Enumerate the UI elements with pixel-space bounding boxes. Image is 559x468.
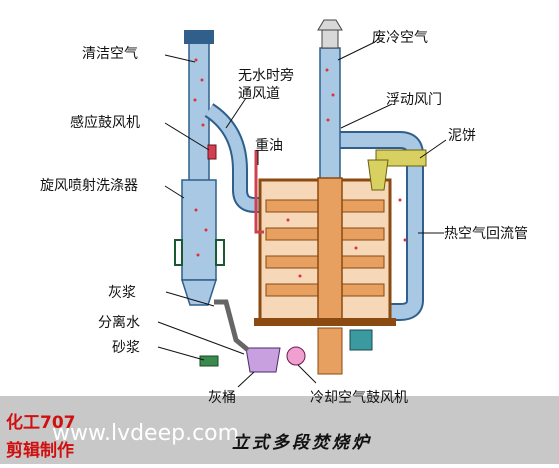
ash-bucket bbox=[245, 347, 281, 373]
label-waste-cold-air: 废冷空气 bbox=[372, 30, 428, 46]
clean-air-stack-cap bbox=[184, 30, 214, 44]
label-sludge-cake: 泥饼 bbox=[448, 128, 476, 144]
label-clean-air: 清洁空气 bbox=[82, 46, 138, 62]
ash-chute bbox=[214, 299, 250, 352]
bottom-banner bbox=[0, 396, 559, 464]
leader-lines bbox=[157, 41, 447, 388]
label-floating-damper: 浮动风门 bbox=[386, 92, 442, 108]
central-shaft bbox=[317, 177, 343, 321]
watermark-text: www.lvdeep.com bbox=[52, 421, 239, 446]
diagram-title: 立式多段焚烧炉 bbox=[232, 433, 372, 453]
scrubber-side-fittings bbox=[174, 239, 225, 266]
label-cooling-air-blower: 冷却空气鼓风机 bbox=[310, 390, 408, 406]
hot-air-return-pipe bbox=[330, 133, 422, 319]
label-induced-blower: 感应鼓风机 bbox=[70, 114, 140, 131]
cyclone-scrubber-body bbox=[181, 179, 217, 281]
heavy-oil-line bbox=[254, 150, 264, 234]
corner-credit-line2: 剪辑制作 bbox=[6, 440, 74, 461]
label-ash-slurry: 灰浆 bbox=[108, 285, 136, 301]
label-sand-slurry: 砂浆 bbox=[112, 340, 140, 356]
induced-blower bbox=[207, 144, 217, 160]
air-flow-dots bbox=[193, 58, 407, 278]
label-hot-air-return: 热空气回流管 bbox=[444, 226, 528, 242]
label-no-water-bypass-line1: 无水时旁 bbox=[238, 67, 294, 84]
sludge-conveyor bbox=[375, 149, 427, 167]
bypass-duct bbox=[205, 104, 268, 211]
furnace-base bbox=[254, 318, 396, 326]
drive-motor bbox=[349, 329, 373, 351]
ash-discharge-pipe bbox=[317, 327, 343, 375]
sand-pump bbox=[199, 355, 219, 367]
cooling-air-blower bbox=[286, 346, 306, 366]
label-no-water-bypass-line2: 通风道 bbox=[238, 86, 280, 102]
label-cyclone-scrubber: 旋风喷射洗涤器 bbox=[40, 178, 138, 194]
sludge-hopper bbox=[367, 159, 389, 191]
label-ash-bucket: 灰桶 bbox=[208, 390, 236, 406]
exhaust-stack-cap bbox=[317, 19, 343, 31]
label-separated-water: 分离水 bbox=[98, 314, 140, 331]
label-heavy-oil: 重油 bbox=[255, 138, 283, 154]
corner-credit-line1: 化工707 bbox=[6, 412, 76, 433]
exhaust-stack-neck bbox=[321, 29, 339, 49]
